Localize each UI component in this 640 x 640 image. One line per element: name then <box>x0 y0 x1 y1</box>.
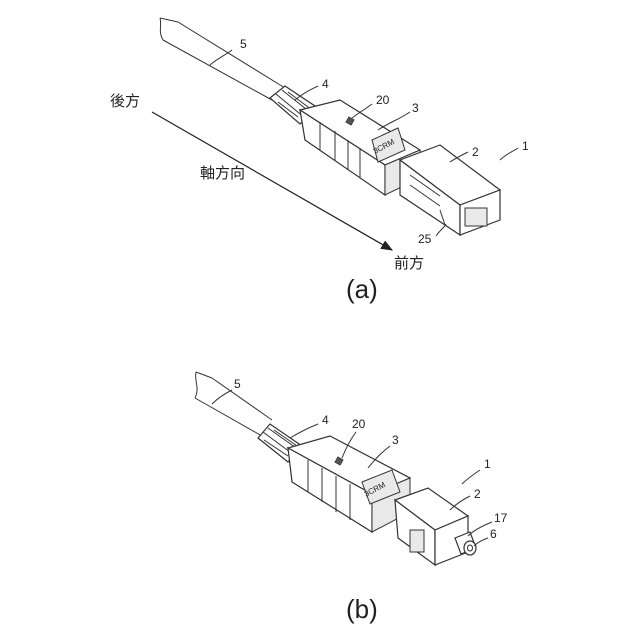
ref-cable-b: 5 <box>234 377 241 391</box>
ref-connector-b: 1 <box>484 457 491 471</box>
inner-housing-a <box>400 145 500 235</box>
label-front: 前方 <box>394 254 424 272</box>
caption-a: (a) <box>346 274 378 304</box>
label-axial-direction: 軸方向 <box>200 164 245 182</box>
ref-latch-a: 20 <box>376 93 390 107</box>
leader-cable-a <box>210 50 232 65</box>
leader-connector-b <box>462 470 480 484</box>
ref-latch-b: 20 <box>352 417 366 431</box>
outer-housing-b: 3CRM <box>288 436 410 532</box>
ref-boot-a: 4 <box>322 77 329 91</box>
ref-outer-housing-b: 3 <box>392 433 399 447</box>
ref-boot-b: 4 <box>322 413 329 427</box>
ref-tab-a: 25 <box>418 232 432 246</box>
ref-outer-housing-a: 3 <box>412 101 419 115</box>
figure-a: 3CRM 5 4 20 3 2 1 25 後方 軸方向 前方 (a) <box>110 18 529 304</box>
leader-ferrule-b <box>474 538 488 546</box>
ref-inner-housing-b: 2 <box>474 487 481 501</box>
leader-connector-a <box>500 148 518 160</box>
inner-housing-b <box>395 488 468 565</box>
leader-outer-housing-a <box>378 112 410 130</box>
ref-ferrule-b: 6 <box>490 527 497 541</box>
ref-inner-housing-a: 2 <box>472 145 479 159</box>
ref-ferrule-holder-b: 17 <box>494 511 508 525</box>
front-opening-a <box>465 208 487 226</box>
label-rear: 後方 <box>110 92 140 110</box>
ref-cable-a: 5 <box>240 37 247 51</box>
caption-b: (b) <box>346 594 378 624</box>
cable-a <box>160 18 285 100</box>
figure-b: 3CRM 5 4 20 3 1 2 17 6 (b) <box>195 372 508 624</box>
ref-connector-a: 1 <box>522 139 529 153</box>
side-window-b <box>410 530 424 552</box>
leader-boot-b <box>290 424 318 438</box>
leader-cable-b <box>212 390 232 404</box>
leader-boot-a <box>295 86 318 100</box>
leader-tab-a <box>436 224 446 236</box>
leader-ferrule-holder-b <box>468 522 492 536</box>
